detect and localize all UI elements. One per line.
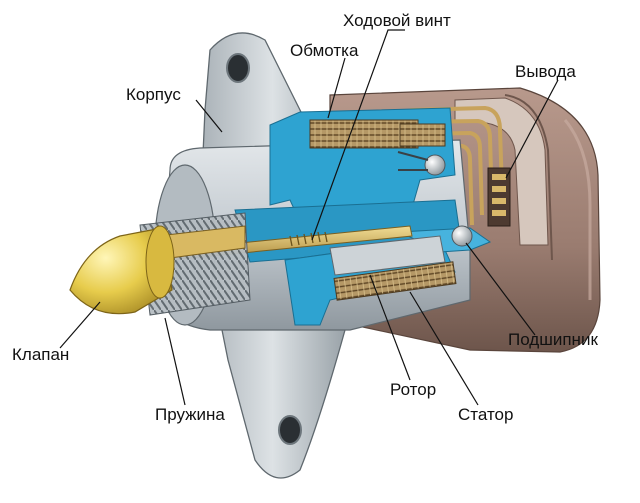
label-klapan: Клапан — [12, 345, 69, 364]
lead-screw-thread — [289, 231, 328, 247]
stator-coil-lower — [333, 261, 457, 301]
terminal-wires — [409, 105, 511, 227]
winding-coil-upper-2 — [399, 123, 446, 147]
rotor — [329, 235, 446, 276]
leader-lines — [59, 29, 559, 406]
label-pruzhina: Пружина — [155, 405, 225, 424]
label-stator: Статор — [458, 405, 513, 424]
label-podshipnik: Подшипник — [508, 330, 598, 349]
bearing-lower — [451, 225, 473, 247]
label-obmotka: Обмотка — [290, 41, 359, 60]
label-vyvoda: Вывода — [515, 62, 576, 81]
label-korpus: Корпус — [126, 85, 181, 104]
valve-cone — [69, 225, 175, 315]
label-khodovoy-vint: Ходовой винт — [343, 11, 451, 30]
label-rotor: Ротор — [390, 380, 436, 399]
labels: Корпус Обмотка Ходовой винт Вывода Клапа… — [12, 11, 598, 424]
bearing-upper — [397, 151, 446, 176]
